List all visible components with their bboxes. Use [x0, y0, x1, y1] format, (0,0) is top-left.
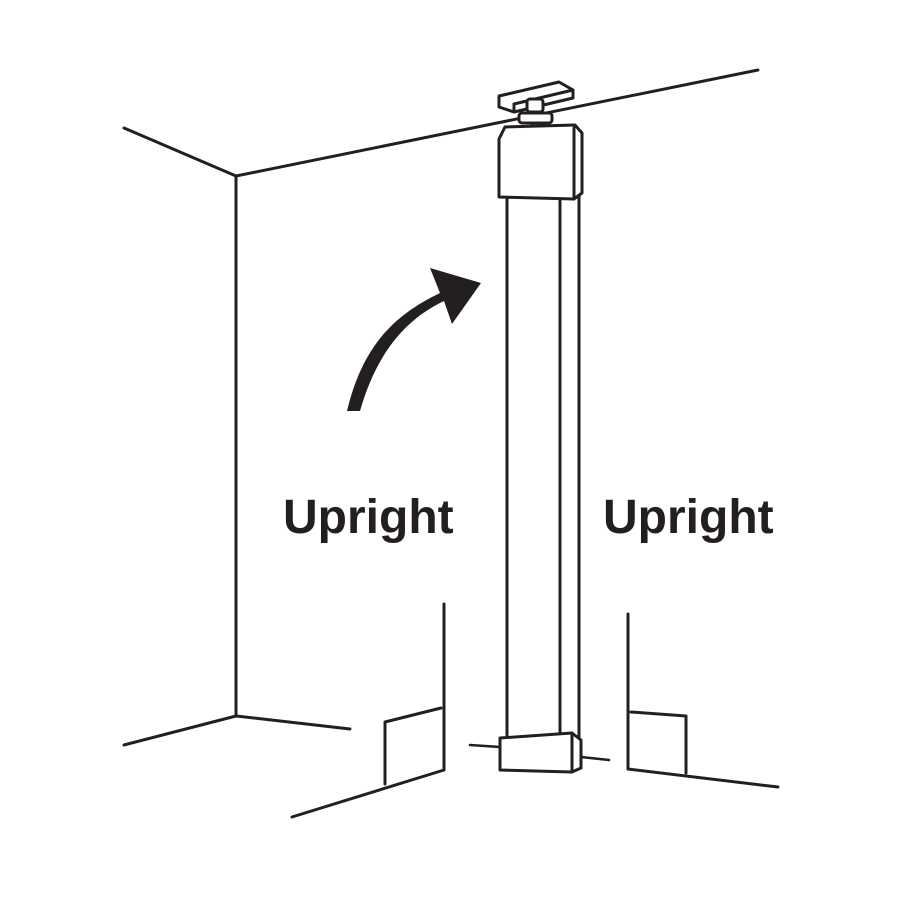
wall-upper-left-line	[122, 126, 238, 178]
floor-gap-left	[468, 743, 502, 749]
rotation-arrow-icon	[347, 268, 481, 411]
upright-base-cap	[498, 731, 583, 774]
floor-gap-right	[579, 755, 611, 762]
upright-label-left: Upright	[283, 491, 454, 544]
right-panel	[626, 612, 780, 789]
floor-left-line	[122, 714, 238, 747]
floor-back-line	[234, 714, 352, 731]
left-panel	[290, 602, 446, 819]
upright-top-cap	[497, 123, 584, 201]
upright-body	[505, 194, 581, 742]
ceiling-line	[234, 68, 760, 178]
upright-post	[505, 194, 581, 742]
upright-label-right: Upright	[603, 491, 774, 544]
ceiling-pad	[497, 80, 575, 114]
